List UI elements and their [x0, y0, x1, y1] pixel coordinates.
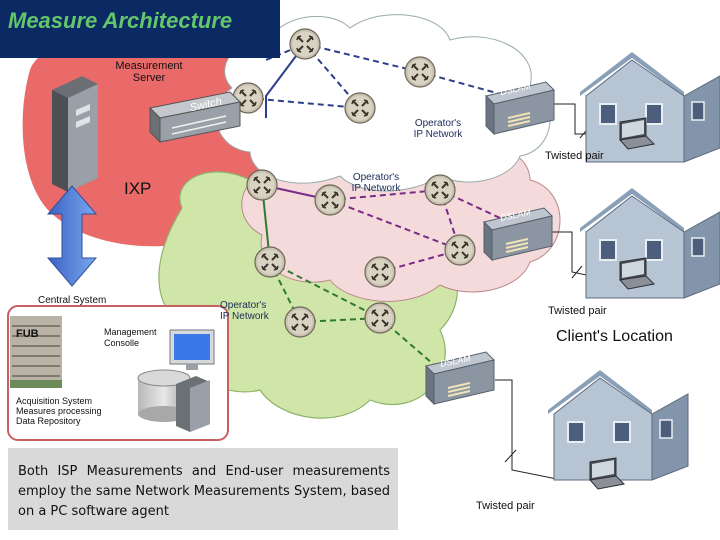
management-console-label: Management Consolle [104, 327, 157, 348]
house-icon [547, 369, 689, 490]
router-icon [289, 28, 321, 60]
client-location-label: Client's Location [556, 328, 673, 345]
router-icon [444, 234, 476, 266]
router-icon [424, 174, 456, 206]
link-mid-1 [329, 189, 441, 201]
operator-network-low-label: Operator's IP Network [220, 300, 269, 322]
footnote-text: Both ISP Measurements and End-user measu… [18, 464, 390, 519]
link-top-6 [265, 43, 306, 118]
house-icon [579, 51, 720, 163]
twisted-pair-label-1: Twisted pair [545, 150, 604, 162]
double-arrow-icon [46, 185, 98, 287]
router-icon [254, 246, 286, 278]
fub-label: FUB [16, 328, 39, 340]
router-icon [364, 302, 396, 334]
title-banner: Measure Architecture [0, 0, 280, 58]
router-icon [344, 92, 376, 124]
router-icon [364, 256, 396, 288]
house-icon [579, 187, 720, 299]
router-icon [246, 169, 278, 201]
switch-icon [148, 91, 242, 144]
page-title: Measure Architecture [8, 8, 233, 33]
measurement-server-label: Measurement Server [115, 60, 183, 84]
access-line-3 [495, 379, 563, 481]
ixp-label: IXP [124, 179, 152, 198]
central-system-label: Central System [38, 295, 107, 306]
link-mid-2 [329, 199, 461, 251]
measurement-server-icon [52, 76, 98, 192]
monitor-icon [169, 329, 215, 370]
footnote-box: Both ISP Measurements and End-user measu… [8, 448, 398, 530]
router-icon [404, 56, 436, 88]
twisted-pair-label-2: Twisted pair [548, 305, 607, 317]
twisted-pair-mark-2 [571, 265, 583, 279]
twisted-pair-mark-3 [504, 449, 517, 463]
link-low-2 [269, 261, 381, 319]
data-repository-icon [137, 369, 210, 432]
acquisition-system-label: Acquisition System Measures processing D… [16, 396, 102, 426]
operator-network-top-label: Operator's IP Network [413, 118, 463, 140]
link-top-4 [247, 97, 361, 109]
operator-network-mid-label: Operator's IP Network [351, 172, 401, 194]
twisted-pair-label-3: Twisted pair [476, 500, 535, 512]
